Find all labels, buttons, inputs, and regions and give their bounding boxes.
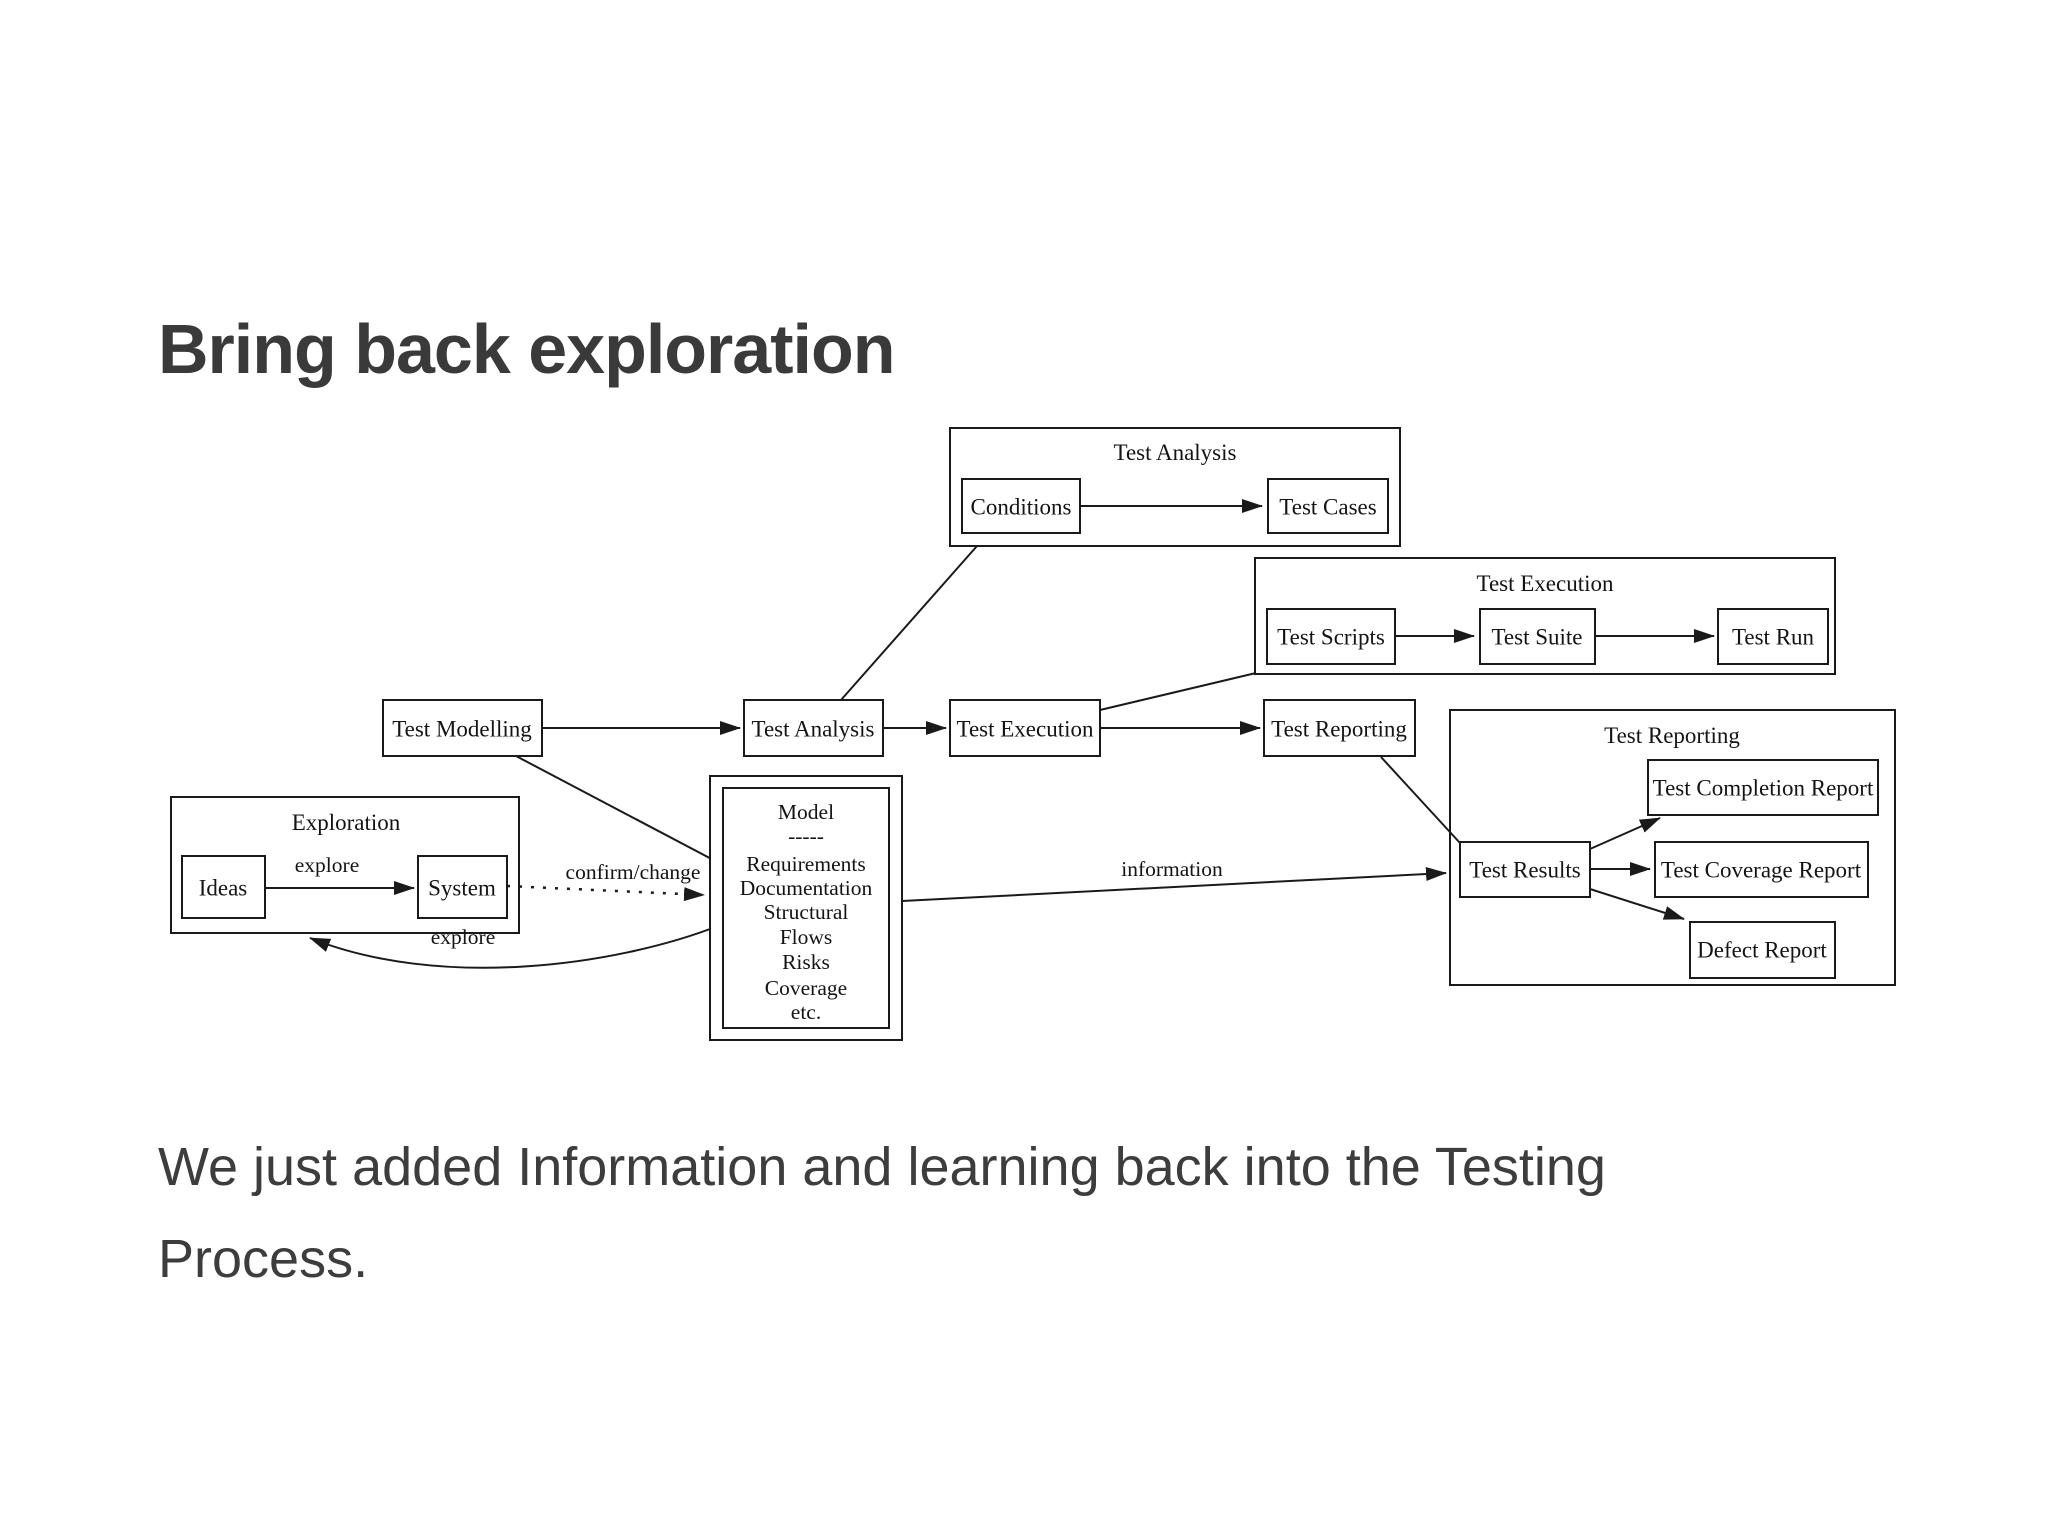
model-item-flows: Flows: [780, 925, 833, 949]
test-suite-label: Test Suite: [1491, 625, 1582, 650]
information-label: information: [1121, 857, 1223, 881]
test-completion-report-label: Test Completion Report: [1653, 776, 1874, 801]
defect-report-box: [1689, 921, 1836, 979]
test-execution-label: Test Execution: [957, 717, 1094, 742]
edge-test-reporting-to-results: [1380, 756, 1461, 844]
test-results-label: Test Results: [1469, 858, 1581, 883]
conditions-label: Conditions: [971, 495, 1072, 520]
system-box: [417, 855, 508, 919]
test-execution-box: [949, 699, 1101, 757]
test-analysis-label: Test Analysis: [752, 717, 875, 742]
test-reporting-group-label: Test Reporting: [1604, 723, 1740, 748]
model-divider: -----: [788, 824, 824, 848]
caption-line-1: We just added Information and learning b…: [158, 1137, 1606, 1197]
exploration-group-label: Exploration: [292, 810, 401, 835]
test-run-box: [1717, 608, 1829, 665]
defect-report-label: Defect Report: [1697, 938, 1827, 963]
edge-test-analysis-to-group: [840, 545, 978, 701]
model-inner-box: [722, 787, 890, 1029]
test-suite-box: [1479, 608, 1596, 665]
test-modelling-box: [382, 699, 543, 757]
test-run-label: Test Run: [1732, 625, 1815, 650]
test-analysis-group-label: Test Analysis: [1114, 440, 1237, 465]
caption-line-2: Process.: [158, 1228, 369, 1289]
system-label: System: [428, 876, 496, 901]
conditions-box: [961, 478, 1081, 534]
explore-bottom-label: explore: [431, 925, 495, 949]
test-analysis-box: [743, 699, 884, 757]
model-item-coverage: Coverage: [765, 976, 847, 1000]
test-reporting-box: [1263, 699, 1416, 757]
model-item-etc: etc.: [791, 1000, 821, 1024]
edge-test-modelling-to-model: [515, 755, 722, 865]
arrow-results-to-completion: [1589, 817, 1661, 850]
ideas-label: Ideas: [199, 876, 248, 901]
slide-caption: We just added Information and learning b…: [158, 1122, 1838, 1306]
arrow-information: [901, 867, 1447, 902]
arrow-results-to-defect: [1589, 888, 1685, 920]
ideas-box: [181, 855, 266, 919]
test-completion-report-box: [1647, 759, 1879, 816]
model-title: Model: [778, 800, 834, 824]
test-cases-label: Test Cases: [1279, 495, 1376, 520]
edge-test-execution-to-group: [1099, 672, 1257, 711]
test-execution-group-label: Test Execution: [1477, 571, 1614, 596]
model-item-risks: Risks: [782, 950, 830, 974]
confirm-change-label: confirm/change: [566, 860, 701, 884]
test-modelling-label: Test Modelling: [392, 717, 532, 742]
test-coverage-report-label: Test Coverage Report: [1661, 858, 1862, 883]
arrow-confirm-change-dotted: [506, 884, 705, 902]
test-reporting-label: Test Reporting: [1271, 717, 1407, 742]
model-item-structural: Structural: [764, 900, 849, 924]
page-title: Bring back exploration: [158, 309, 895, 388]
test-results-box: [1459, 841, 1591, 898]
test-coverage-report-box: [1654, 841, 1869, 898]
arrow-explore-return-curve: [309, 925, 719, 969]
test-scripts-box: [1266, 608, 1396, 665]
test-scripts-label: Test Scripts: [1277, 625, 1385, 650]
test-cases-box: [1267, 478, 1389, 534]
model-item-documentation: Documentation: [740, 876, 873, 900]
explore-top-label: explore: [295, 853, 359, 877]
model-item-requirements: Requirements: [746, 852, 865, 876]
